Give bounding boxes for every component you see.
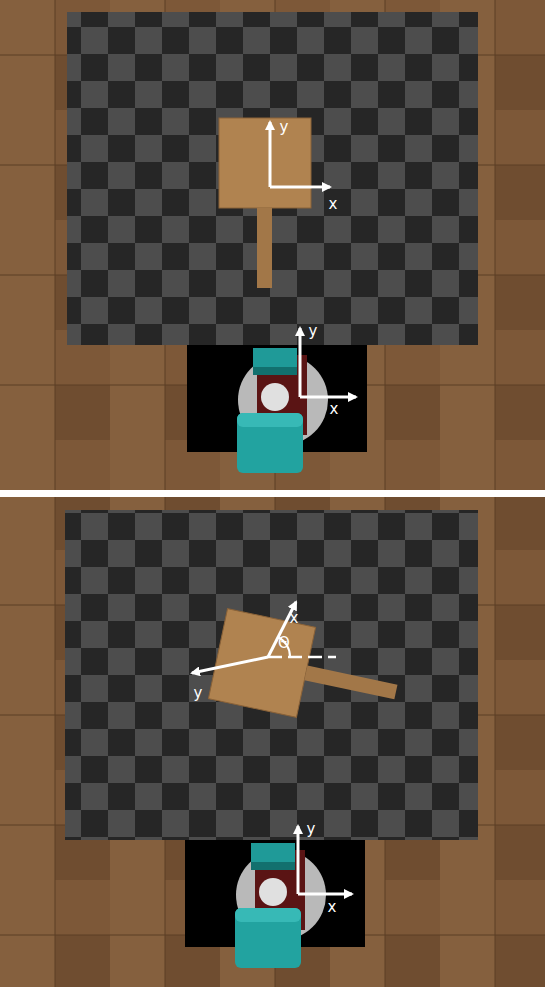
axis-label: y <box>194 685 203 701</box>
axis-label: y <box>280 119 289 135</box>
axis-label: y <box>309 323 318 339</box>
axis-label: x <box>330 401 339 417</box>
axis-label: x <box>328 899 337 915</box>
angle-label: Θ <box>278 635 290 651</box>
axis-label: y <box>307 821 316 837</box>
axis-label: x <box>329 196 338 212</box>
axis-label: x <box>290 610 299 626</box>
